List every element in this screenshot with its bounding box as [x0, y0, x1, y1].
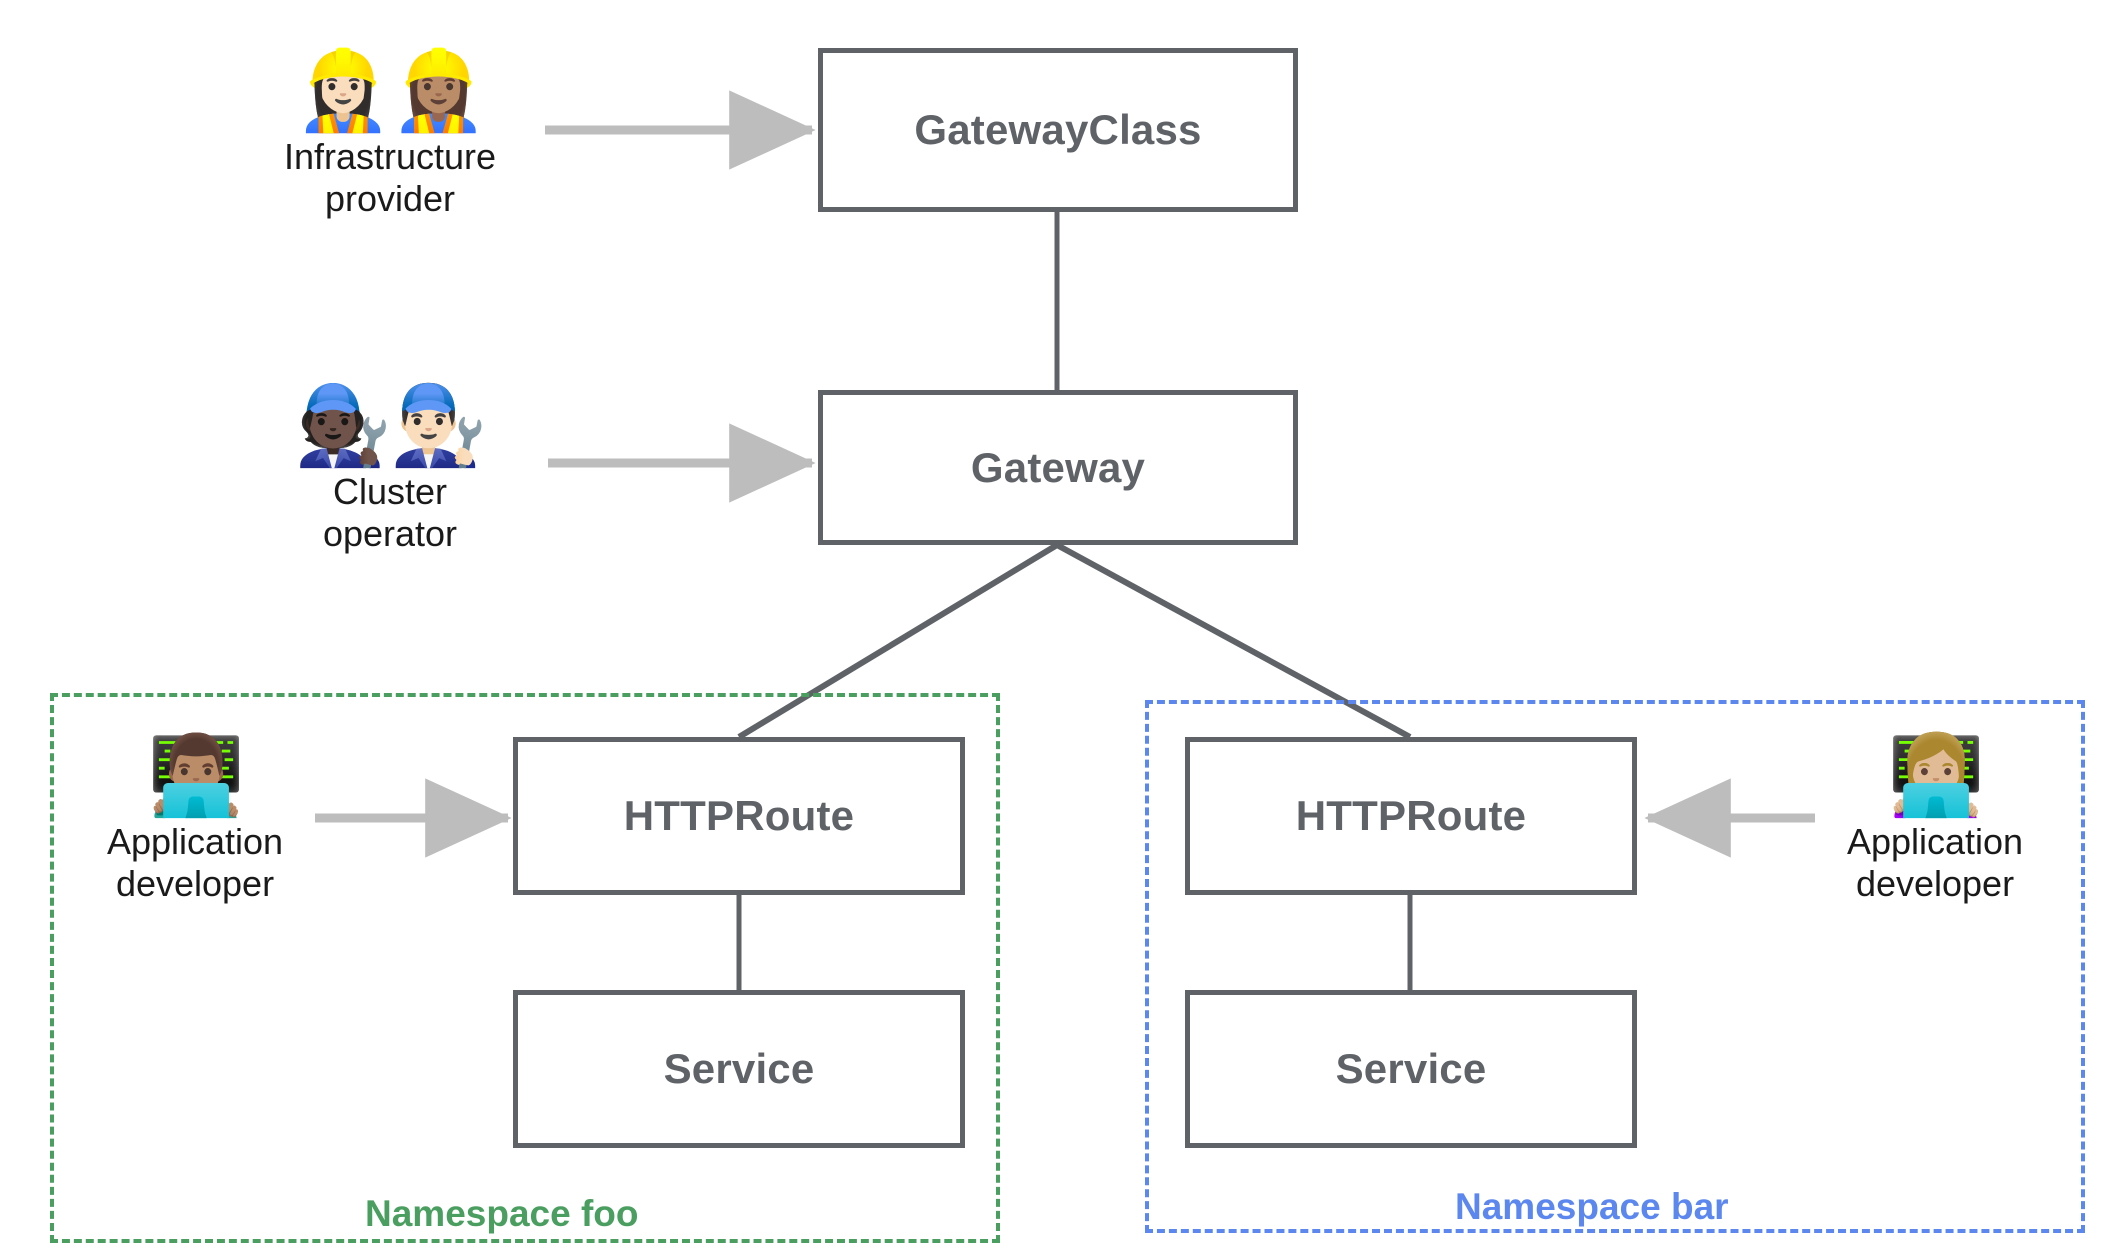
- mechanic-icon: 🧑🏿‍🔧👨🏻‍🔧: [294, 381, 487, 469]
- namespace-label-bar: Namespace bar: [1455, 1186, 1729, 1227]
- node-service-foo[interactable]: Service: [513, 990, 965, 1148]
- persona-infrastructure-provider-label: Infrastructure provider: [283, 135, 497, 220]
- man-technologist-icon: 👨🏽‍💻: [147, 731, 244, 819]
- node-service-bar[interactable]: Service: [1185, 990, 1637, 1148]
- node-gateway[interactable]: Gateway: [818, 390, 1298, 545]
- persona-infrastructure-provider: 👷🏻‍♀️👷🏽‍♀️ Infrastructure provider: [240, 46, 540, 221]
- woman-technologist-icon: 👩🏼‍💻: [1887, 731, 1984, 819]
- persona-application-developer-foo: 👨🏽‍💻 Application developer: [70, 731, 320, 906]
- node-httproute-bar-label: HTTPRoute: [1295, 792, 1527, 839]
- woman-construction-worker-icon: 👷🏻‍♀️👷🏽‍♀️: [294, 46, 487, 134]
- node-gateway-label: Gateway: [970, 443, 1146, 491]
- node-service-bar-label: Service: [1335, 1045, 1487, 1092]
- node-httproute-foo-label: HTTPRoute: [623, 792, 855, 839]
- persona-application-developer-bar-label: Application developer: [1846, 820, 2024, 905]
- node-service-foo-label: Service: [663, 1045, 815, 1092]
- node-httproute-foo[interactable]: HTTPRoute: [513, 737, 965, 895]
- persona-cluster-operator: 🧑🏿‍🔧👨🏻‍🔧 Cluster operator: [240, 381, 540, 556]
- persona-application-developer-foo-label: Application developer: [106, 820, 284, 905]
- persona-cluster-operator-label: Cluster operator: [322, 470, 458, 555]
- node-gatewayclass-label: GatewayClass: [914, 106, 1202, 153]
- persona-application-developer-bar: 👩🏼‍💻 Application developer: [1810, 731, 2060, 906]
- node-httproute-bar[interactable]: HTTPRoute: [1185, 737, 1637, 895]
- node-gatewayclass[interactable]: GatewayClass: [818, 48, 1298, 212]
- namespace-region-foo: [50, 693, 1000, 1243]
- namespace-region-bar: [1145, 700, 2085, 1233]
- namespace-label-foo: Namespace foo: [365, 1193, 639, 1234]
